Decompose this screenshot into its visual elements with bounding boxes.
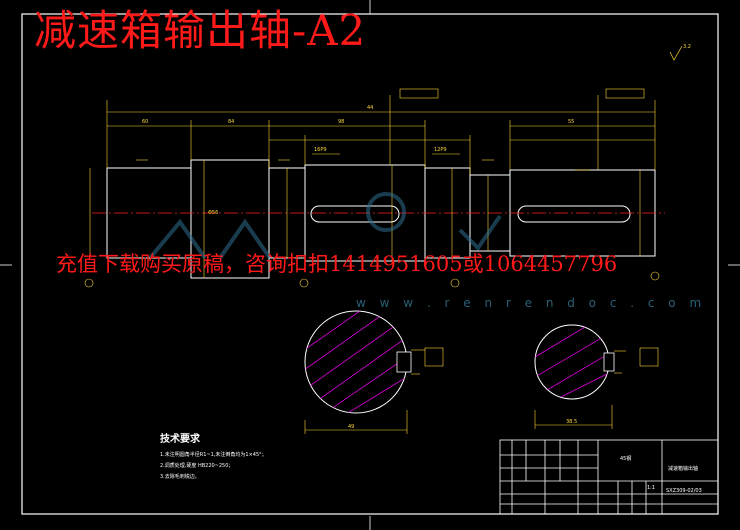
watermark-logo (148, 192, 502, 260)
title-block-scale: 1:1 (647, 485, 656, 491)
keyway-label: 12P9 (434, 147, 447, 153)
tech-requirement-line: 2.调质处理,硬度 HB220~250； (160, 463, 234, 469)
dimension-label: 60 (142, 119, 149, 125)
drawing-title-overlay: 减速箱输出轴-A2 (34, 6, 367, 55)
section-view-keyway-1 (304, 310, 444, 434)
dimension-label: 44 (367, 105, 374, 111)
section-view-keyway-2 (534, 324, 659, 429)
title-block-grid (499, 439, 719, 515)
section-markers (84, 271, 660, 288)
roughness-symbol (669, 45, 683, 61)
watermark-url: w w w . r e n r e n d o c . c o m (356, 296, 707, 310)
section-dimension: 38.5 (566, 419, 578, 425)
dimension-label: 84 (228, 119, 235, 125)
promo-overlay: 充值下载购买原稿，咨询扣扣1414951605或1064457796 (56, 252, 618, 276)
title-block-material: 45钢 (620, 456, 632, 462)
drawing-frame (21, 13, 719, 515)
tech-requirement-line: 1.未注明圆角半径R1~1,未注倒角均为1×45°； (160, 452, 267, 458)
dimension-lines (89, 88, 656, 278)
dimension-label: 55 (568, 119, 575, 125)
section-dimension: 49 (348, 424, 355, 430)
diameter-label: Φ56 (208, 210, 219, 216)
dimension-label: 98 (338, 119, 345, 125)
keyway-label: 16P9 (314, 147, 327, 153)
title-block-part-name: 减速箱输出轴 (668, 466, 699, 472)
roughness-label: 3.2 (683, 44, 691, 50)
title-block-drawing-no: SXZ309-02/03 (666, 488, 702, 494)
tech-requirements-heading: 技术要求 (160, 434, 200, 445)
tech-requirement-line: 3.去除毛刺锐边。 (160, 474, 200, 480)
